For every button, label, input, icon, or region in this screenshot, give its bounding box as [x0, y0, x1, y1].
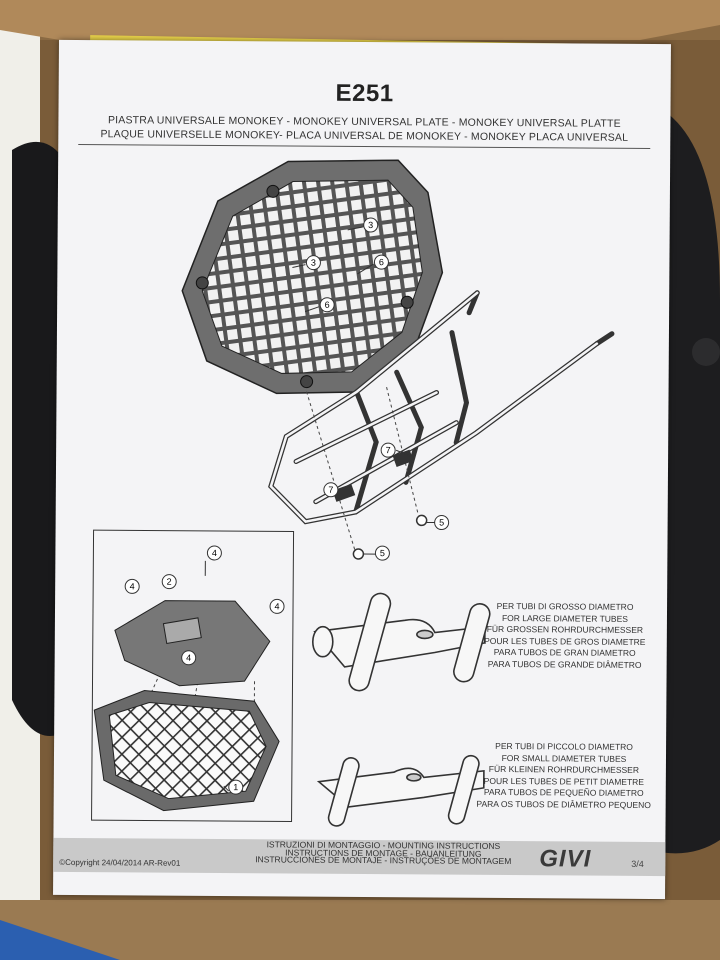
callout-2: 2: [161, 574, 177, 590]
callout-5-left: 5: [363, 545, 390, 561]
monokey-plate-illustration: [181, 159, 444, 395]
givi-logo: GIVI: [539, 845, 592, 873]
svg-text:4: 4: [186, 653, 191, 663]
svg-text:3: 3: [311, 258, 316, 268]
svg-text:7: 7: [386, 445, 391, 455]
footer-instructions-title: ISTRUZIONI DI MONTAGGIO - MOUNTING INSTR…: [253, 839, 513, 867]
nut-left: [352, 548, 365, 560]
callout-6-right: 6: [357, 254, 389, 275]
callout-4-bottom: 4: [181, 650, 197, 666]
callout-4-left: 4: [124, 578, 140, 594]
svg-text:2: 2: [167, 577, 172, 587]
large-tube-line-pt: PARA TUBOS DE GRANDE DIÂMETRO: [487, 658, 642, 670]
callout-4-top: 4: [204, 545, 222, 576]
inset-base-illustration: [93, 689, 280, 812]
inset-frame: [91, 529, 295, 823]
callout-1: 1: [223, 779, 244, 795]
small-tube-line-de: FÜR KLEINEN ROHRDURCHMESSER: [488, 763, 640, 775]
callout-6-left: 6: [304, 297, 335, 313]
small-tube-line-pt: PARA OS TUBOS DE DIÂMETRO PEQUENO: [476, 798, 651, 810]
svg-text:5: 5: [380, 548, 385, 558]
clamp-lower: [332, 483, 356, 502]
callout-3-upper: 3: [347, 217, 379, 233]
svg-text:4: 4: [274, 601, 279, 611]
callout-3-lower: 3: [292, 255, 321, 271]
large-tube-clamp-illustration: [311, 592, 491, 692]
assembly-drawing: 3 3 6 6 7 7 5 5 4 2 4 4 4 1: [91, 159, 615, 827]
small-tube-caption: PER TUBI DI PICCOLO DIAMETRO FOR SMALL D…: [464, 741, 664, 811]
inset-cover-illustration: [114, 600, 271, 687]
callout-5-right: 5: [425, 515, 450, 531]
large-tube-caption: PER TUBI DI GROSSO DIAMETRO FOR LARGE DI…: [465, 601, 665, 671]
callout-7-upper: 7: [380, 442, 412, 458]
callout-4-right: 4: [269, 598, 285, 614]
page-number: 3/4: [631, 858, 644, 869]
copyright-text: ©Copyright 24/04/2014 AR-Rev01: [59, 857, 181, 868]
svg-text:6: 6: [379, 257, 384, 267]
svg-text:5: 5: [439, 518, 444, 528]
svg-text:7: 7: [328, 485, 333, 495]
large-tube-line-de: FÜR GROSSEN ROHRDURCHMESSER: [486, 623, 644, 635]
instruction-sheet: E251 PIASTRA UNIVERSALE MONOKEY - MONOKE…: [53, 39, 671, 900]
svg-text:1: 1: [233, 782, 238, 792]
callout-markers: 3 3 6 6 7 7 5 5 4 2 4 4 4 1: [124, 217, 450, 795]
svg-text:4: 4: [212, 548, 217, 558]
small-tube-line-es: PARA TUBOS DE PEQUEÑO DIAMETRO: [483, 786, 644, 798]
footer-line-3: INSTRUCCIONES DE MONTAJE - INSTRUÇÕES DE…: [255, 854, 512, 867]
large-tube-line-es: PARA TUBOS DE GRAN DIAMETRO: [493, 646, 636, 658]
svg-text:3: 3: [368, 220, 373, 230]
svg-text:6: 6: [325, 300, 330, 310]
clamp-upper: [392, 449, 414, 467]
callout-7-lower: 7: [323, 482, 339, 498]
small-tube-clamp-illustration: [316, 754, 485, 827]
nut-right: [415, 514, 428, 527]
svg-text:4: 4: [130, 581, 135, 591]
